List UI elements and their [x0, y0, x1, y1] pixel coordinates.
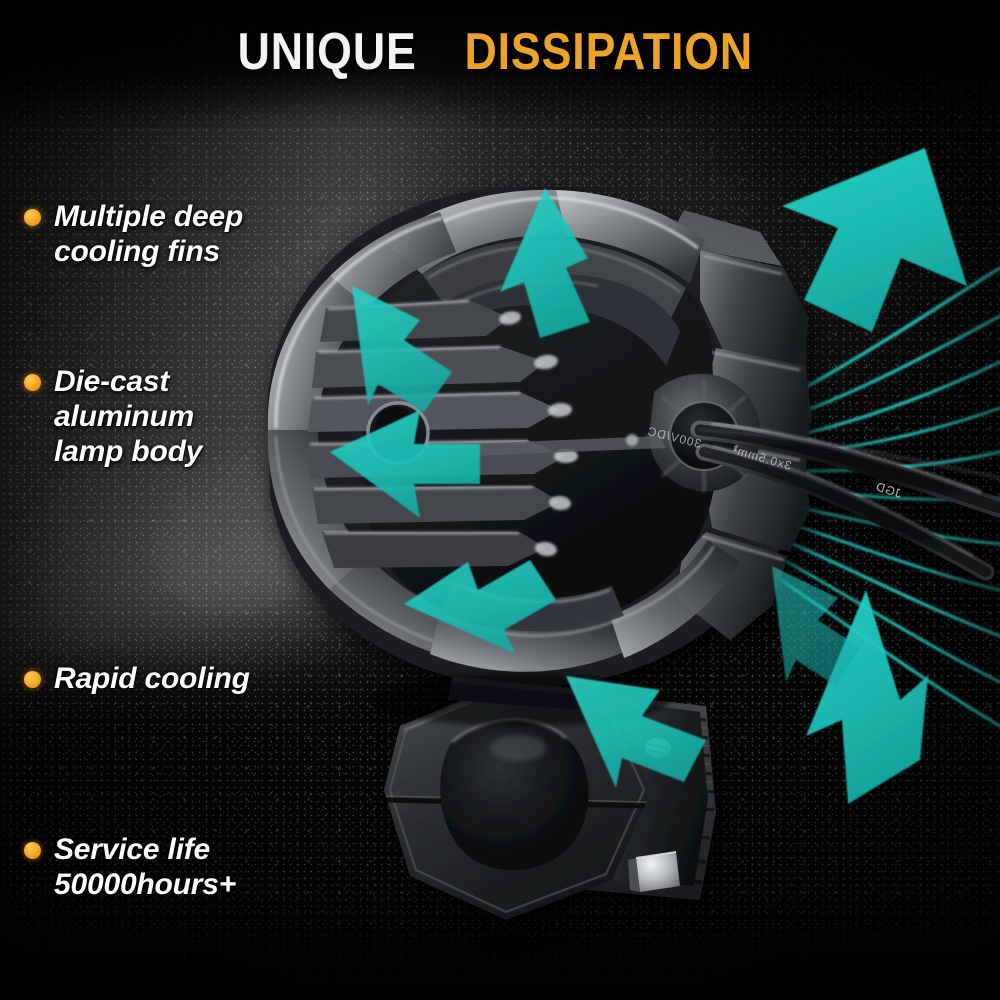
feature-line: Multiple deep — [54, 200, 244, 233]
poster-title: UNIQUE DISSIPATION — [0, 22, 1000, 82]
title-part-unique: UNIQUE — [237, 23, 417, 81]
adjustment-screw — [645, 738, 671, 758]
feature-item-lamp-body: Die-cast aluminum lamp body — [24, 365, 202, 469]
feature-line: Service life — [54, 833, 211, 866]
title-part-dissipation: DISSIPATION — [464, 23, 754, 81]
fin-blade-4 — [312, 486, 560, 524]
feature-item-cooling-fins: Multiple deep cooling fins — [24, 200, 243, 270]
feature-line: 50000hours+ — [54, 867, 237, 901]
feature-line: lamp body — [54, 434, 203, 468]
feature-text: Rapid cooling — [54, 662, 250, 697]
feature-text: Multiple deep cooling fins — [54, 200, 243, 270]
bullet-dot-icon — [24, 209, 41, 226]
feature-item-service-life: Service life 50000hours+ — [24, 833, 236, 903]
feature-line: Die-cast — [54, 365, 170, 398]
bullet-dot-icon — [24, 374, 41, 391]
bullet-dot-icon — [24, 671, 41, 688]
feature-line: aluminum — [54, 399, 195, 433]
feature-item-rapid-cooling: Rapid cooling — [24, 662, 250, 697]
feature-text: Service life 50000hours+ — [54, 833, 236, 903]
mounting-bore-left — [366, 401, 430, 465]
feature-text: Die-cast aluminum lamp body — [54, 365, 202, 469]
bullet-dot-icon — [24, 842, 41, 859]
feature-line: cooling fins — [54, 234, 220, 268]
feature-line: Rapid cooling — [54, 662, 250, 695]
fin-blade-5 — [322, 532, 546, 568]
